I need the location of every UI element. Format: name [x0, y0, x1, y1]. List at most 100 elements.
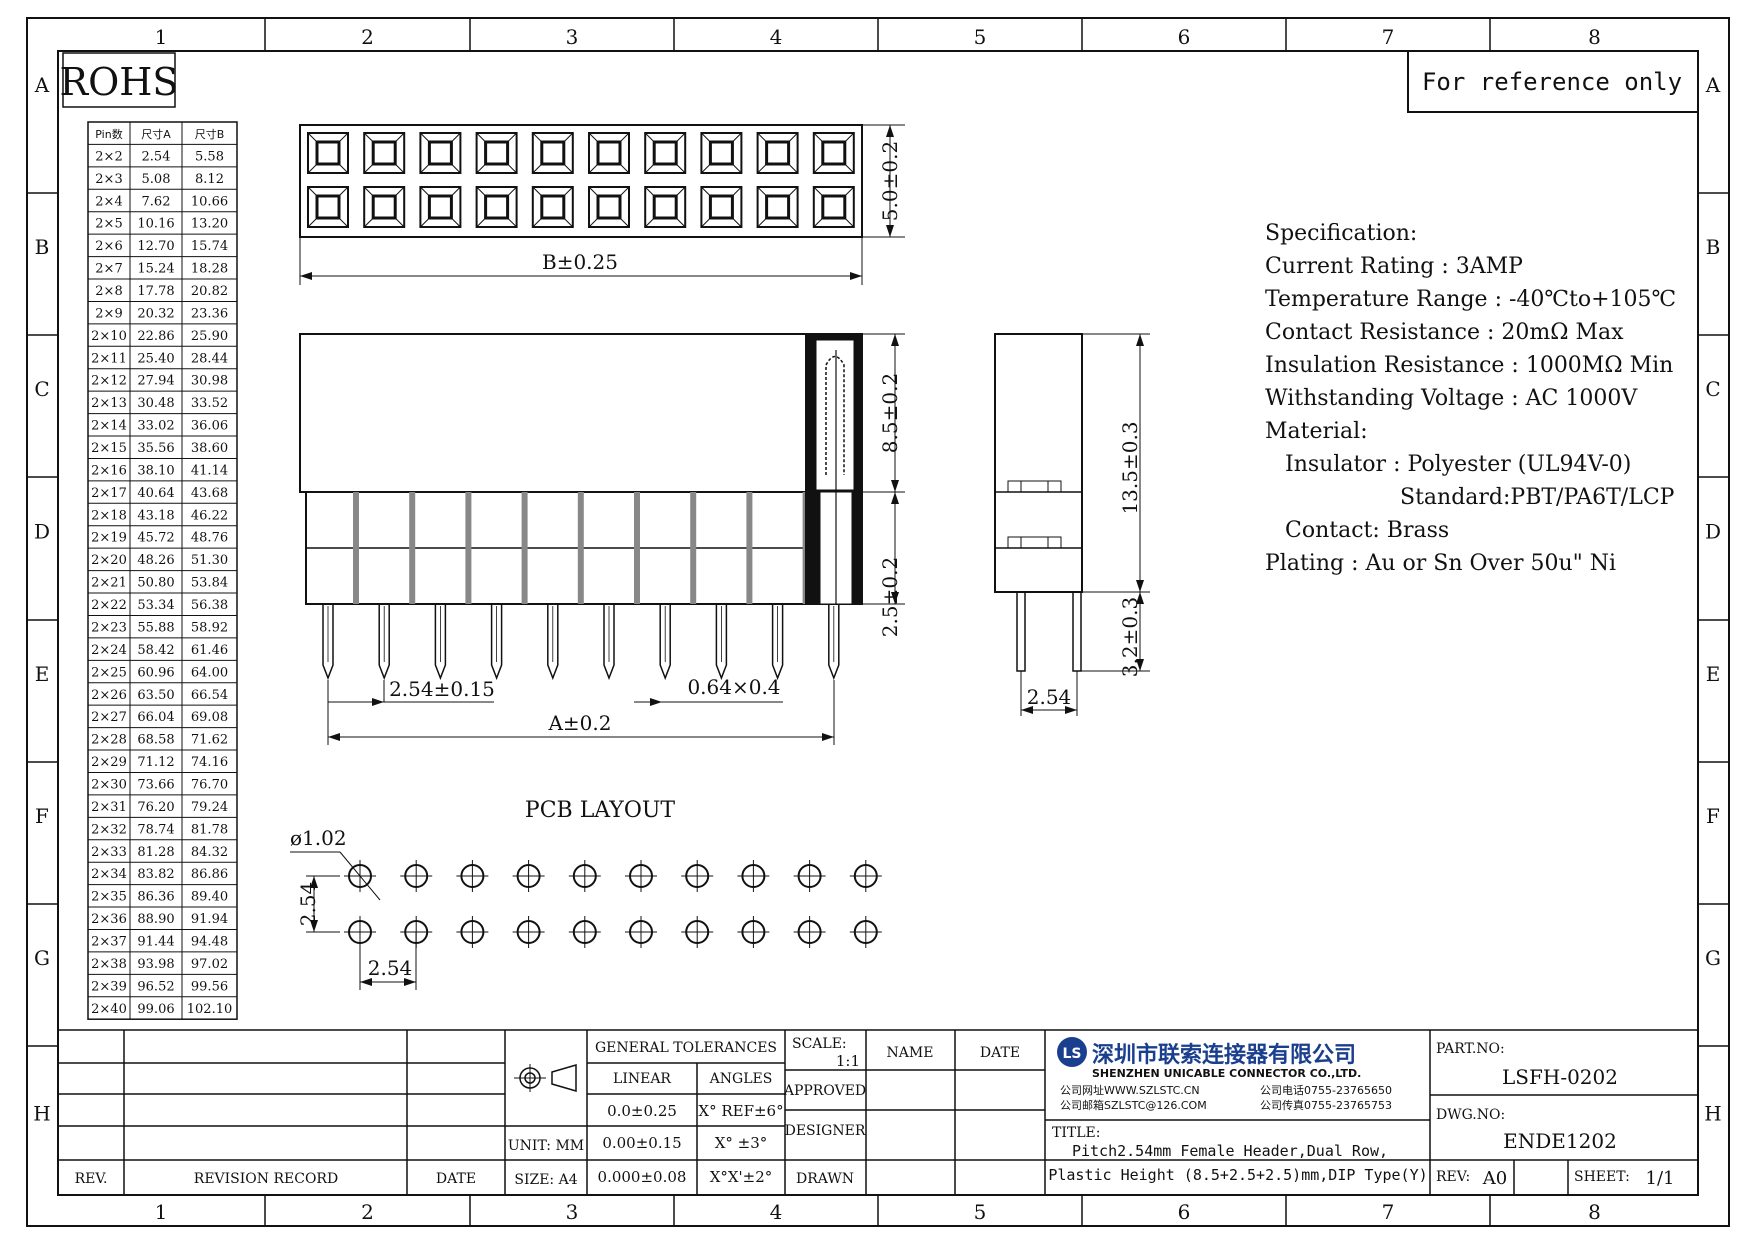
grid-col-label: 5 — [974, 1200, 987, 1224]
pin-table-cell: 63.50 — [137, 688, 174, 703]
grid-col-label: 4 — [770, 1200, 783, 1224]
pin-table-header: 尺寸A — [141, 127, 171, 141]
pin-table-cell: 15.74 — [191, 239, 228, 254]
scale-value: 1:1 — [836, 1052, 860, 1070]
pin-table-cell: 17.78 — [137, 284, 174, 299]
spec-line: Temperature Range : -40℃to+105℃ — [1265, 287, 1676, 312]
spec-line: Insulator : Polyester (UL94V-0) — [1285, 452, 1631, 477]
approved-label: APPROVED — [783, 1083, 866, 1099]
pin-table-cell: 74.16 — [191, 755, 228, 770]
rev-date-label: DATE — [436, 1171, 476, 1187]
pin-table-cell: 2×35 — [91, 890, 127, 905]
pin-table-cell: 76.20 — [137, 800, 174, 815]
rev-value: A0 — [1482, 1168, 1507, 1189]
contact-cell — [644, 186, 687, 228]
tol-lin-1: 0.00±0.15 — [602, 1134, 681, 1152]
sheet-label: SHEET: — [1574, 1169, 1630, 1185]
pin-table-cell: 71.12 — [137, 755, 174, 770]
top-view-outline — [299, 124, 863, 238]
pin-table-cell: 2.54 — [142, 149, 171, 164]
contact-cell — [363, 132, 406, 174]
grid-col-label: 2 — [361, 25, 374, 49]
grid-row-label: B — [35, 235, 50, 259]
dim-pin-size: 0.64×0.4 — [687, 675, 780, 699]
pin-table-cell: 2×40 — [91, 1002, 127, 1017]
pin — [828, 604, 840, 681]
pin-table-cell: 8.12 — [195, 172, 224, 187]
pin-table-header: 尺寸B — [195, 127, 225, 141]
contact-cell — [700, 132, 743, 174]
contact-cell — [363, 186, 406, 228]
pin-table-cell: 97.02 — [191, 957, 228, 972]
contact-cell — [475, 132, 518, 174]
spec-line: Plating : Au or Sn Over 50u" Ni — [1265, 551, 1616, 576]
divider — [577, 492, 584, 604]
side-body — [994, 333, 1083, 593]
contact-cell — [756, 132, 799, 174]
pin-table-cell: 40.64 — [137, 486, 174, 501]
pin-table-cell: 2×9 — [95, 306, 122, 321]
grid-col-label: 8 — [1588, 1200, 1601, 1224]
contact-cell — [812, 132, 855, 174]
contact-cell — [307, 132, 349, 174]
contact-cell — [756, 186, 799, 228]
grid-row-label: G — [34, 946, 50, 970]
pin-table-cell: 2×21 — [91, 576, 127, 591]
pin-table-cell: 2×11 — [91, 351, 127, 366]
pin-table-cell: 2×36 — [91, 912, 127, 927]
divider — [353, 492, 359, 604]
pin-table-cell: 20.32 — [137, 306, 174, 321]
dwg-no: ENDE1202 — [1503, 1129, 1617, 1153]
pin-table-cell: 73.66 — [137, 777, 174, 792]
pin-table-cell: 66.04 — [137, 710, 174, 725]
grid-row-label: C — [1705, 377, 1720, 401]
part-no: LSFH-0202 — [1502, 1065, 1618, 1089]
grid-col-label: 3 — [566, 1200, 579, 1224]
pin-table-cell: 88.90 — [137, 912, 174, 927]
scale-label: SCALE: — [792, 1036, 847, 1052]
pin-table-cell: 12.70 — [137, 239, 174, 254]
pin-table-cell: 58.42 — [137, 643, 174, 658]
grid-row-label: G — [1705, 946, 1721, 970]
pin-table-cell: 79.24 — [191, 800, 228, 815]
divider — [521, 492, 528, 604]
spec-line: Withstanding Voltage : AC 1000V — [1265, 386, 1638, 411]
pcb-col-pitch: 2.54 — [368, 956, 413, 980]
pin-table-cell: 27.94 — [137, 374, 174, 389]
pin-table-cell: 2×19 — [91, 531, 127, 546]
pin-table-cell: 2×2 — [95, 149, 122, 164]
pin-table-cell: 86.86 — [191, 867, 228, 882]
pin-table-cell: 46.22 — [191, 508, 228, 523]
pin-table-cell: 2×25 — [91, 665, 127, 680]
company-tel: 公司电话0755-23765650 — [1260, 1084, 1392, 1097]
reference-box — [1407, 51, 1698, 113]
contact-cell — [588, 186, 630, 228]
pin-table-cell: 84.32 — [191, 845, 228, 860]
pin-table-cell: 68.58 — [137, 733, 174, 748]
spec-line: Material: — [1265, 419, 1368, 444]
pin-table-cell: 7.62 — [142, 194, 171, 209]
grid-col-label: 8 — [1588, 25, 1601, 49]
dim-a: A±0.2 — [547, 711, 611, 735]
dim-b: B±0.25 — [542, 250, 618, 274]
rohs-box — [62, 52, 176, 108]
revision-record: REVISION RECORD — [194, 1171, 338, 1187]
pin-table-cell: 2×26 — [91, 688, 127, 703]
pin-table-cell: 2×13 — [91, 396, 127, 411]
pin-table-cell: 33.52 — [191, 396, 228, 411]
grid-row-label: F — [1706, 804, 1720, 828]
pin-table-cell: 53.34 — [137, 598, 174, 613]
pin-table-cell: 2×14 — [91, 419, 127, 434]
company-fax: 公司传真0755-23765753 — [1260, 1098, 1392, 1112]
pcb-hole-size: ø1.02 — [290, 826, 347, 850]
drawn-label: DRAWN — [796, 1171, 854, 1187]
dim-side-tail: 3.2±0.3 — [1118, 597, 1142, 677]
pin-table-cell: 50.80 — [137, 576, 174, 591]
grid-col-label: 7 — [1382, 1200, 1395, 1224]
pin-table-cell: 81.78 — [191, 822, 228, 837]
pin-table-cell: 36.06 — [191, 419, 228, 434]
pin-table-cell: 25.40 — [137, 351, 174, 366]
divider — [409, 492, 416, 604]
pin-table-header: Pin数 — [95, 128, 122, 141]
